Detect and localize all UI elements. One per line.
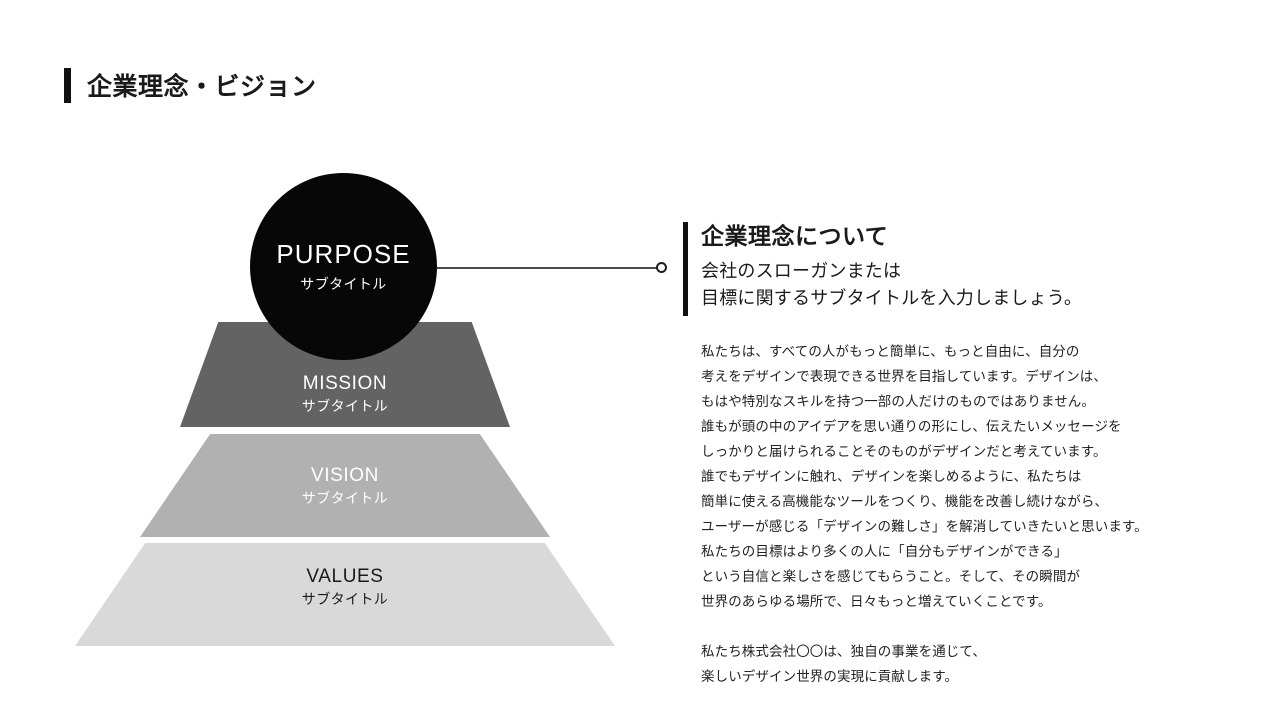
pyramid-tier-vision-subtitle: サブタイトル bbox=[301, 490, 389, 507]
pyramid-tier-vision[interactable]: VISION サブタイトル bbox=[140, 434, 550, 537]
panel-subtitle-line-1: 会社のスローガンまたは bbox=[701, 261, 902, 282]
body-line: 私たちは、すべての人がもっと簡単に、もっと自由に、自分の bbox=[701, 344, 1080, 359]
body-line: という自信と楽しさを感じてもらうこと。そして、その瞬間が bbox=[701, 569, 1081, 584]
page-title-text: 企業理念・ビジョン bbox=[87, 73, 317, 101]
pyramid-tier-mission-label: MISSION bbox=[302, 372, 388, 394]
body-line: 世界のあらゆる場所で、日々もっと増えていくことです。 bbox=[701, 594, 1052, 609]
panel-heading: 企業理念について bbox=[701, 223, 889, 249]
body-line: もはや特別なスキルを持つ一部の人だけのものではありません。 bbox=[701, 394, 1095, 409]
philosophy-panel: 企業理念について 会社のスローガンまたは 目標に関するサブタイトルを入力しましょ… bbox=[683, 221, 1223, 689]
pyramid-apex-label: PURPOSE bbox=[276, 238, 411, 269]
body-line: ユーザーが感じる「デザインの難しさ」を解消していきたいと思います。 bbox=[701, 519, 1148, 534]
connector-line bbox=[437, 267, 661, 269]
body-line: 考えをデザインで表現できる世界を目指しています。デザインは、 bbox=[701, 369, 1107, 384]
body-line: 誰もが頭の中のアイデアを思い通りの形にし、伝えたいメッセージを bbox=[701, 419, 1122, 434]
body-paragraph: 私たち株式会社〇〇は、独自の事業を通じて、 楽しいデザイン世界の実現に貢献します… bbox=[701, 639, 1223, 689]
connector-endpoint-circle-icon bbox=[656, 262, 667, 273]
panel-body: 私たちは、すべての人がもっと簡単に、もっと自由に、自分の 考えをデザインで表現で… bbox=[683, 339, 1223, 689]
body-line: 楽しいデザイン世界の実現に貢献します。 bbox=[701, 669, 959, 684]
pyramid-diagram: VALUES サブタイトル VISION サブタイトル MISSION サブタイ… bbox=[75, 173, 667, 646]
pyramid-tier-mission-subtitle: サブタイトル bbox=[301, 398, 389, 415]
panel-subtitle-line-2: 目標に関するサブタイトルを入力しましょう。 bbox=[701, 288, 1083, 309]
body-paragraph: 私たちは、すべての人がもっと簡単に、もっと自由に、自分の 考えをデザインで表現で… bbox=[701, 339, 1223, 614]
panel-accent-bar bbox=[683, 222, 688, 316]
title-accent-bar bbox=[64, 67, 71, 103]
body-line: 誰でもデザインに触れ、デザインを楽しめるように、私たちは bbox=[701, 469, 1082, 484]
pyramid-tier-vision-label: VISION bbox=[310, 464, 379, 486]
pyramid-tier-values-label: VALUES bbox=[306, 565, 384, 587]
panel-header: 企業理念について 会社のスローガンまたは 目標に関するサブタイトルを入力しましょ… bbox=[683, 221, 1223, 317]
body-line: しっかりと届けられることそのものがデザインだと考えています。 bbox=[701, 444, 1107, 459]
pyramid-tier-values[interactable]: VALUES サブタイトル bbox=[75, 543, 615, 646]
body-line: 簡単に使える高機能なツールをつくり、機能を改善し続けながら、 bbox=[701, 494, 1109, 509]
pyramid-apex-subtitle: サブタイトル bbox=[300, 276, 387, 293]
body-line: 私たち株式会社〇〇は、独自の事業を通じて、 bbox=[701, 644, 986, 659]
body-line: 私たちの目標はより多くの人に「自分もデザインができる」 bbox=[701, 544, 1068, 559]
page-title: 企業理念・ビジョン bbox=[64, 64, 317, 106]
pyramid-apex-purpose[interactable]: PURPOSE サブタイトル bbox=[250, 173, 437, 360]
pyramid-tier-values-subtitle: サブタイトル bbox=[301, 591, 389, 608]
